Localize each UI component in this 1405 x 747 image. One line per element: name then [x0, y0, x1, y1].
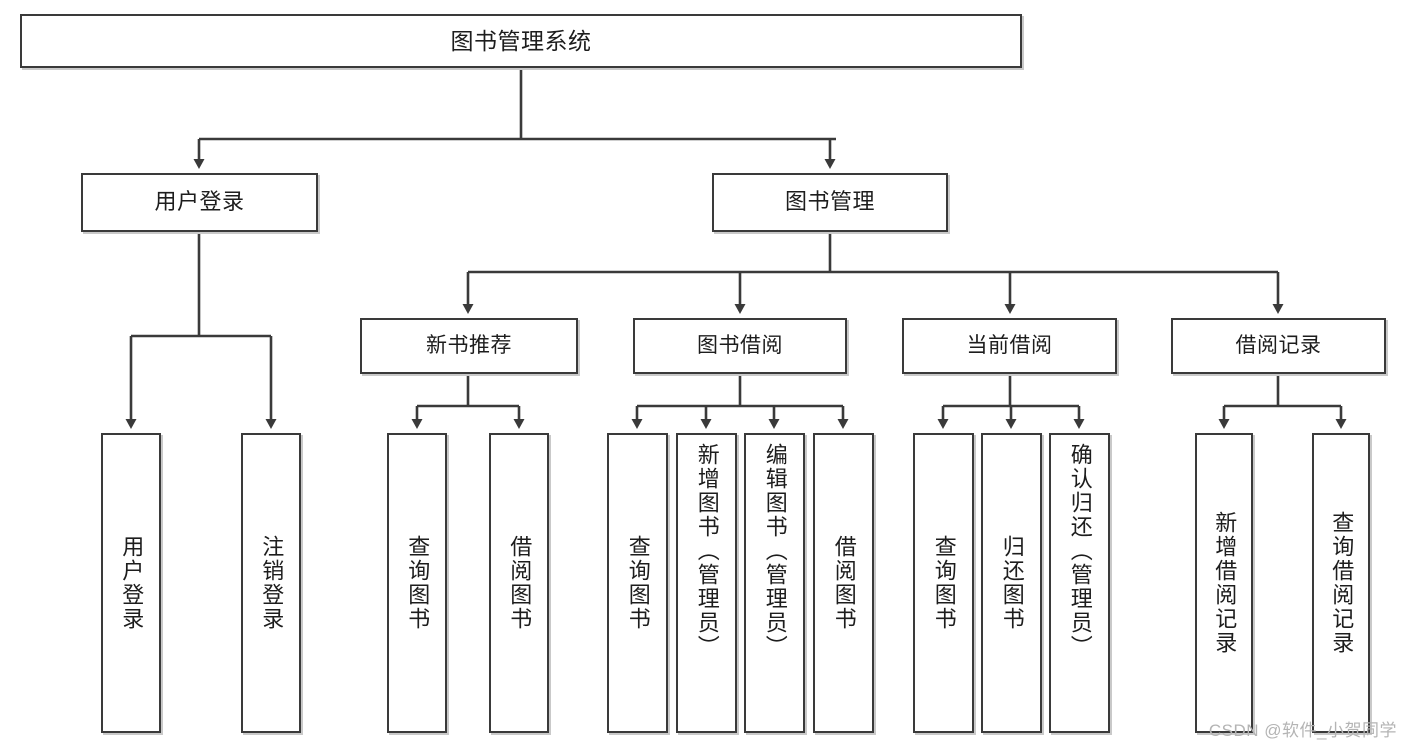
- node-borrow-records[interactable]: 借阅记录: [1171, 318, 1386, 374]
- leaf-user-login[interactable]: 用户登录: [101, 433, 161, 733]
- node-label: 借阅图书: [831, 535, 857, 631]
- leaf-return-book[interactable]: 归还图书: [981, 433, 1042, 733]
- leaf-add-book-admin[interactable]: 新增图书（管理员）: [676, 433, 737, 733]
- leaf-borrow-book[interactable]: 借阅图书: [813, 433, 874, 733]
- node-label: 借阅记录: [1235, 334, 1322, 358]
- leaf-logout[interactable]: 注销登录: [241, 433, 301, 733]
- node-label: 借阅图书: [507, 535, 533, 631]
- node-book-management[interactable]: 图书管理: [712, 173, 948, 232]
- node-label: 查询图书: [625, 535, 651, 631]
- node-book-borrow[interactable]: 图书借阅: [633, 318, 847, 374]
- node-label: 注销登录: [259, 535, 285, 631]
- node-label: 归还图书: [999, 535, 1025, 631]
- leaf-query-borrow-record[interactable]: 查询借阅记录: [1312, 433, 1370, 733]
- node-label: 用户登录: [154, 189, 245, 215]
- leaf-edit-book-admin[interactable]: 编辑图书（管理员）: [744, 433, 805, 733]
- node-root-book-management-system[interactable]: 图书管理系统: [20, 14, 1022, 68]
- node-label: 图书管理系统: [450, 27, 592, 54]
- node-label: 当前借阅: [966, 334, 1053, 358]
- node-label: 查询图书: [405, 535, 431, 631]
- node-current-borrow[interactable]: 当前借阅: [902, 318, 1117, 374]
- node-label: 图书管理: [784, 189, 875, 215]
- node-label: 新书推荐: [426, 334, 512, 358]
- node-label: 新增图书（管理员）: [694, 443, 720, 659]
- node-label: 新增借阅记录: [1212, 511, 1238, 655]
- node-new-book-recommend[interactable]: 新书推荐: [360, 318, 578, 374]
- leaf-confirm-return-admin[interactable]: 确认归还（管理员）: [1049, 433, 1110, 733]
- node-label: 图书借阅: [697, 334, 783, 358]
- node-user-login[interactable]: 用户登录: [81, 173, 318, 232]
- watermark-text: CSDN @软件_小贺同学: [1208, 721, 1397, 740]
- node-label: 编辑图书（管理员）: [762, 443, 788, 659]
- leaf-query-book-current[interactable]: 查询图书: [913, 433, 974, 733]
- leaf-query-book-recommend[interactable]: 查询图书: [387, 433, 447, 733]
- node-label: 用户登录: [119, 535, 145, 631]
- node-label: 确认归还（管理员）: [1067, 443, 1093, 659]
- node-label: 查询图书: [931, 535, 957, 631]
- node-label: 查询借阅记录: [1329, 511, 1355, 655]
- leaf-borrow-book-recommend[interactable]: 借阅图书: [489, 433, 549, 733]
- leaf-add-borrow-record[interactable]: 新增借阅记录: [1195, 433, 1253, 733]
- leaf-query-book-borrow[interactable]: 查询图书: [607, 433, 668, 733]
